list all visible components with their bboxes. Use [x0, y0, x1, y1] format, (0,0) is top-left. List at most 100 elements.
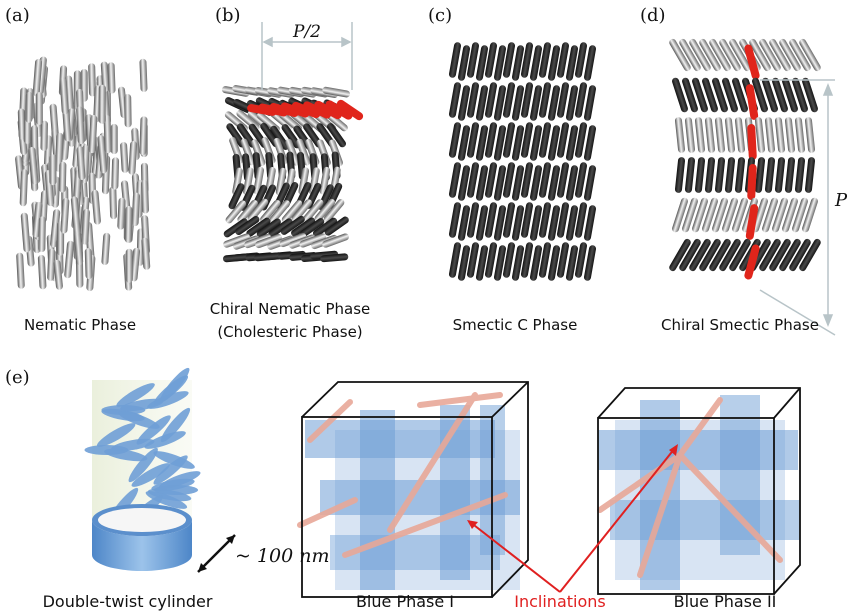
- rod: [799, 38, 821, 72]
- caption-nematic: Nematic Phase: [23, 316, 137, 334]
- rod: [475, 205, 489, 241]
- rod: [251, 139, 266, 167]
- rod: [583, 205, 597, 241]
- rod: [669, 238, 691, 272]
- rod: [131, 192, 140, 227]
- rod: [556, 202, 570, 238]
- rod: [538, 202, 552, 238]
- rod: [247, 198, 269, 222]
- rod: [714, 157, 726, 193]
- blue-phase-2-cube: [597, 387, 801, 595]
- rod: [141, 180, 149, 214]
- rod: [40, 120, 48, 151]
- caption-chiral-smectic: Chiral Smectic Phase: [661, 316, 819, 334]
- rod: [674, 157, 686, 193]
- rod: [493, 205, 507, 241]
- rod: [457, 205, 471, 241]
- rod: [110, 123, 118, 155]
- rod: [130, 247, 141, 282]
- rod: [47, 248, 56, 281]
- rod: [502, 122, 516, 158]
- rod: [32, 58, 43, 97]
- rod: [772, 77, 788, 113]
- rod: [684, 157, 696, 193]
- rod: [538, 242, 552, 278]
- rod: [789, 38, 811, 72]
- rod: [457, 85, 471, 121]
- rod: [76, 146, 86, 181]
- rod: [448, 122, 462, 158]
- rod: [694, 117, 706, 153]
- rod: [689, 238, 711, 272]
- rod: [520, 242, 534, 278]
- rod: [466, 162, 480, 198]
- rod: [475, 45, 489, 81]
- rod: [484, 162, 498, 198]
- highlight-rod: [303, 101, 331, 119]
- rod: [319, 166, 331, 195]
- rod: [493, 245, 507, 281]
- rod: [704, 117, 716, 153]
- rod: [529, 205, 543, 241]
- caption-blue-phase-2: Blue Phase II: [673, 592, 777, 611]
- rod: [298, 167, 310, 196]
- rod: [547, 125, 561, 161]
- rod: [84, 248, 93, 280]
- rod: [802, 197, 818, 233]
- ellipsoid: [145, 491, 188, 509]
- highlight-rod: [744, 44, 760, 80]
- rod: [694, 157, 706, 193]
- rod: [76, 106, 85, 145]
- rod: [719, 38, 741, 72]
- rod: [260, 199, 281, 224]
- rod: [326, 123, 347, 148]
- rod: [53, 259, 63, 290]
- rod: [466, 122, 480, 158]
- rod: [484, 42, 498, 78]
- rod: [769, 238, 791, 272]
- rod: [70, 196, 81, 234]
- rod: [281, 124, 301, 149]
- ellipsoid: [116, 383, 155, 407]
- rod: [769, 38, 791, 72]
- rod: [699, 238, 721, 272]
- rod: [37, 254, 47, 290]
- rod: [237, 199, 258, 224]
- rod: [774, 157, 786, 193]
- caption-blue-phase-1: Blue Phase I: [355, 592, 455, 611]
- rod: [484, 122, 498, 158]
- rod: [574, 202, 588, 238]
- rod: [520, 42, 534, 78]
- rod: [502, 162, 516, 198]
- rod: [754, 157, 766, 193]
- rod: [270, 125, 290, 150]
- highlight-rod: [745, 204, 759, 240]
- rod: [520, 162, 534, 198]
- rod: [774, 117, 786, 153]
- rod: [484, 202, 498, 238]
- rod: [139, 116, 148, 156]
- rod: [285, 138, 300, 166]
- rod: [279, 232, 307, 248]
- ellipsoid: [153, 451, 195, 469]
- rod: [322, 233, 349, 248]
- rod: [732, 197, 748, 233]
- rod: [547, 245, 561, 281]
- ellipsoid: [144, 431, 186, 449]
- rod: [511, 45, 525, 81]
- rod: [124, 206, 133, 243]
- rod: [556, 122, 570, 158]
- nematic-rod-block: [15, 56, 151, 292]
- rod: [547, 205, 561, 241]
- rod: [699, 38, 721, 72]
- rod: [565, 245, 579, 281]
- chiral-smectic-rod-block: [669, 38, 836, 336]
- ellipsoid: [153, 455, 188, 485]
- rod: [141, 237, 151, 270]
- highlight-rod: [291, 101, 321, 119]
- scale-label: ~ 100 nm: [235, 545, 330, 567]
- rod: [322, 86, 351, 98]
- rod: [583, 45, 597, 81]
- rod: [511, 205, 525, 241]
- caption-cholesteric: (Cholesteric Phase): [217, 323, 363, 341]
